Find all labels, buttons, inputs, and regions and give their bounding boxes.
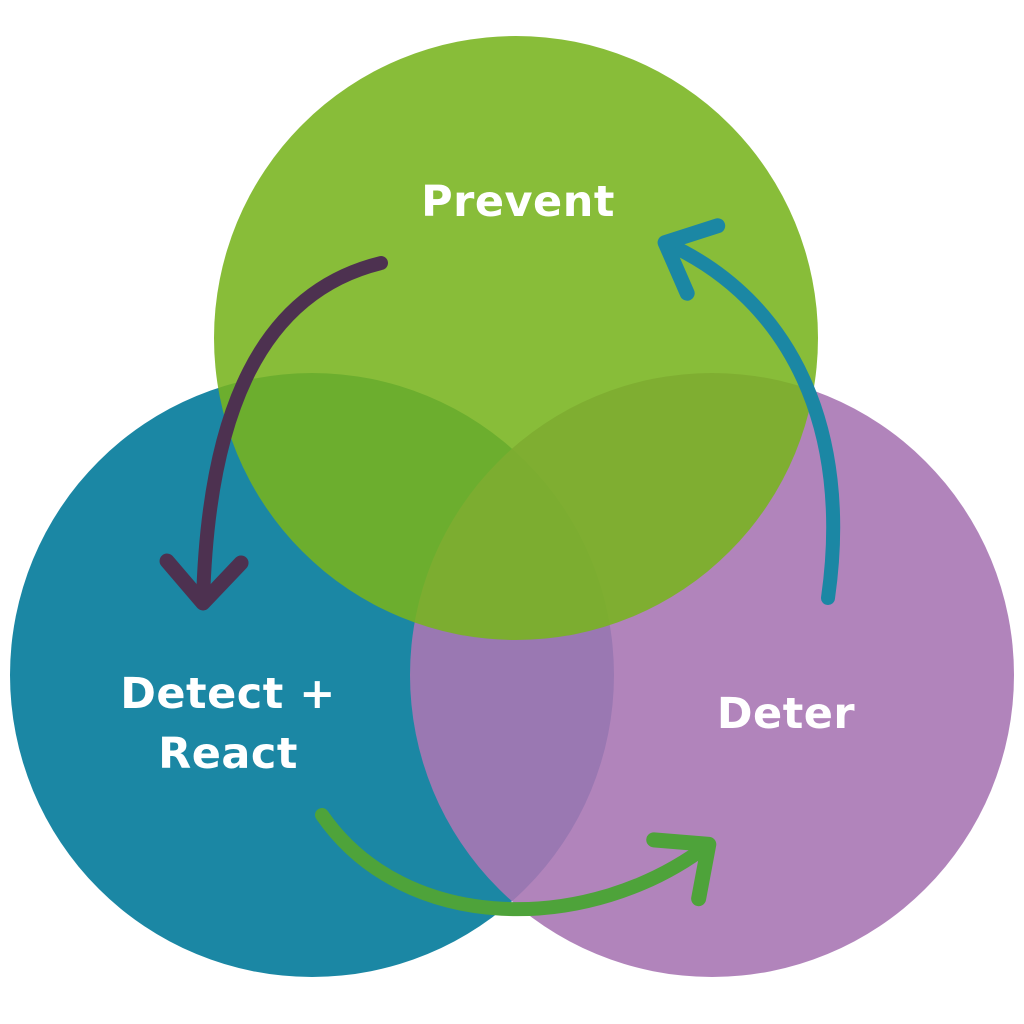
arrow-deter-to-prevent (657, 218, 841, 605)
circle-prevent (214, 36, 818, 640)
label-deter: Deter (716, 689, 856, 739)
label-detect-line-2: React (158, 729, 298, 779)
arrow-detect-to-deter (315, 808, 717, 917)
arrow-prevent-to-detect (159, 256, 388, 611)
label-prevent: Prevent (421, 177, 615, 227)
label-detect-line-1: Detect + (120, 669, 336, 719)
label-detect-react: Detect + React (100, 664, 356, 784)
